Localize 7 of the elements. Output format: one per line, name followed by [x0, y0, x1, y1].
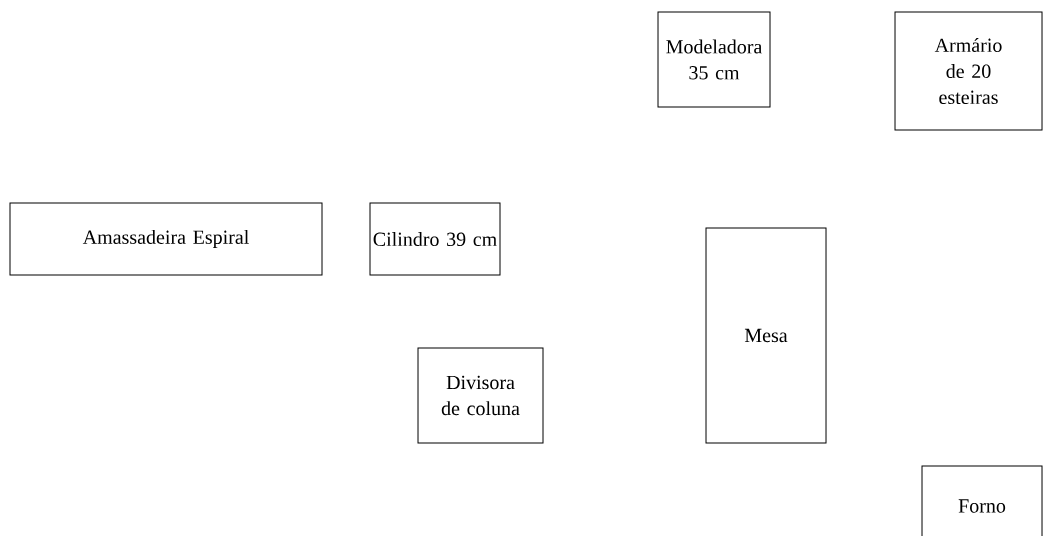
equipment-box: Cilindro 39 cm	[369, 202, 501, 276]
equipment-box: Modeladora 35 cm	[657, 11, 771, 108]
equipment-box: Divisora de coluna	[417, 347, 544, 444]
equipment-box: Armário de 20 esteiras	[894, 11, 1043, 131]
equipment-box: Mesa	[705, 227, 827, 444]
equipment-box: Amassadeira Espiral	[9, 202, 323, 276]
equipment-box: Forno	[921, 465, 1043, 536]
